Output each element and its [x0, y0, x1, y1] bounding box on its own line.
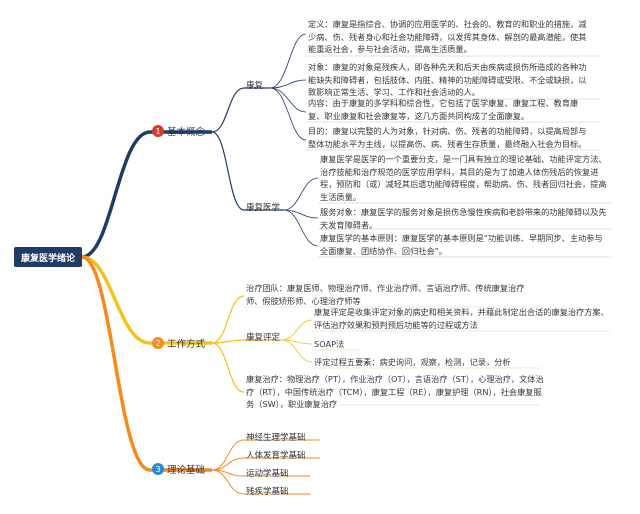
- branch-label: 基本概念: [167, 127, 206, 138]
- leaf-kangfuyixue-principles: 康复医学的基本原则：康复医学的基本原则是“功能训练、早期同步、主动参与全面康复、…: [320, 233, 603, 256]
- node-treatment-team[interactable]: 治疗团队：康复医师、物理治疗师、作业治疗师、言语治疗师、传统康复治疗师、假肢矫形…: [246, 283, 525, 306]
- node-neurophysiology[interactable]: 神经生理学基础: [246, 433, 306, 443]
- node-kinesiology[interactable]: 运动学基础: [246, 469, 289, 479]
- connector-b1-kangfu: [211, 87, 270, 133]
- leaf-kangfu-definition: 定义：康复是指综合、协调的应用医学的、社会的、教育的和职业的措施，减少病、伤、残…: [308, 19, 587, 54]
- number-3-icon: 3: [152, 463, 164, 475]
- connector-root-branch1: [81, 130, 212, 259]
- leaf-pingding-soap: SOAP法: [314, 339, 345, 349]
- connector-root-branch3: [81, 255, 212, 472]
- branch-label: 工作方式: [167, 339, 206, 350]
- leaf-kangfu-content: 内容：由于康复的多学科和综合性，它包括了医学康复、康复工程、教育康复、职业康复和…: [308, 98, 579, 121]
- leaf-kangfuyixue-definition: 康复医学是医学的一个重要分支，是一门具有独立的理论基础、功能评定方法、治疗技能和…: [320, 154, 607, 202]
- node-disability-studies[interactable]: 残疾学基础: [246, 487, 289, 497]
- branch-node-theory-basis[interactable]: 3 理论基础: [152, 462, 205, 476]
- leaf-kangfuyixue-service-target: 服务对象：康复医学的服务对象是损伤急慢性疾病和老龄带来的功能障碍以及先天发育障碍…: [320, 207, 607, 230]
- branch-node-work-methods[interactable]: 2 工作方式: [152, 336, 205, 350]
- node-kangfu-treatment[interactable]: 康复治疗：物理治疗（PT），作业治疗（OT），言语治疗（ST），心理治疗，文体治…: [246, 374, 544, 409]
- leaf-pingding-definition: 康复评定是收集评定对象的病史和相关资料，并藉此制定出合适的康复治疗方案、评估治疗…: [314, 307, 609, 330]
- node-kangfu-pingding[interactable]: 康复评定: [246, 333, 281, 343]
- leaf-pingding-five-elements: 评定过程五要素：病史询问，观察，检测，记录，分析: [314, 357, 511, 367]
- number-1-icon: 1: [152, 125, 164, 137]
- node-human-development[interactable]: 人体发育学基础: [246, 451, 306, 461]
- branch-label: 理论基础: [167, 465, 206, 476]
- node-kangfu-yixue[interactable]: 康复医学: [246, 203, 281, 213]
- branch-node-basic-concepts[interactable]: 1 基本概念: [152, 124, 205, 138]
- node-kangfu[interactable]: 康复: [246, 81, 264, 91]
- root-node[interactable]: 康复医学绪论: [14, 247, 82, 267]
- connector-b1-kangfuyixue: [211, 131, 284, 211]
- number-2-icon: 2: [152, 337, 164, 349]
- leaf-kangfu-purpose: 目的：康复以完整的人为对象，针对病、伤、残者的功能障碍，以提高局部与整体功能水平…: [308, 126, 587, 149]
- connector-root-branch2: [81, 255, 212, 345]
- leaf-kangfu-target: 对象：康复的对象是残疾人，即各种先天和后天由疾病或损伤所造成的各种功能缺失和障碍…: [308, 62, 587, 97]
